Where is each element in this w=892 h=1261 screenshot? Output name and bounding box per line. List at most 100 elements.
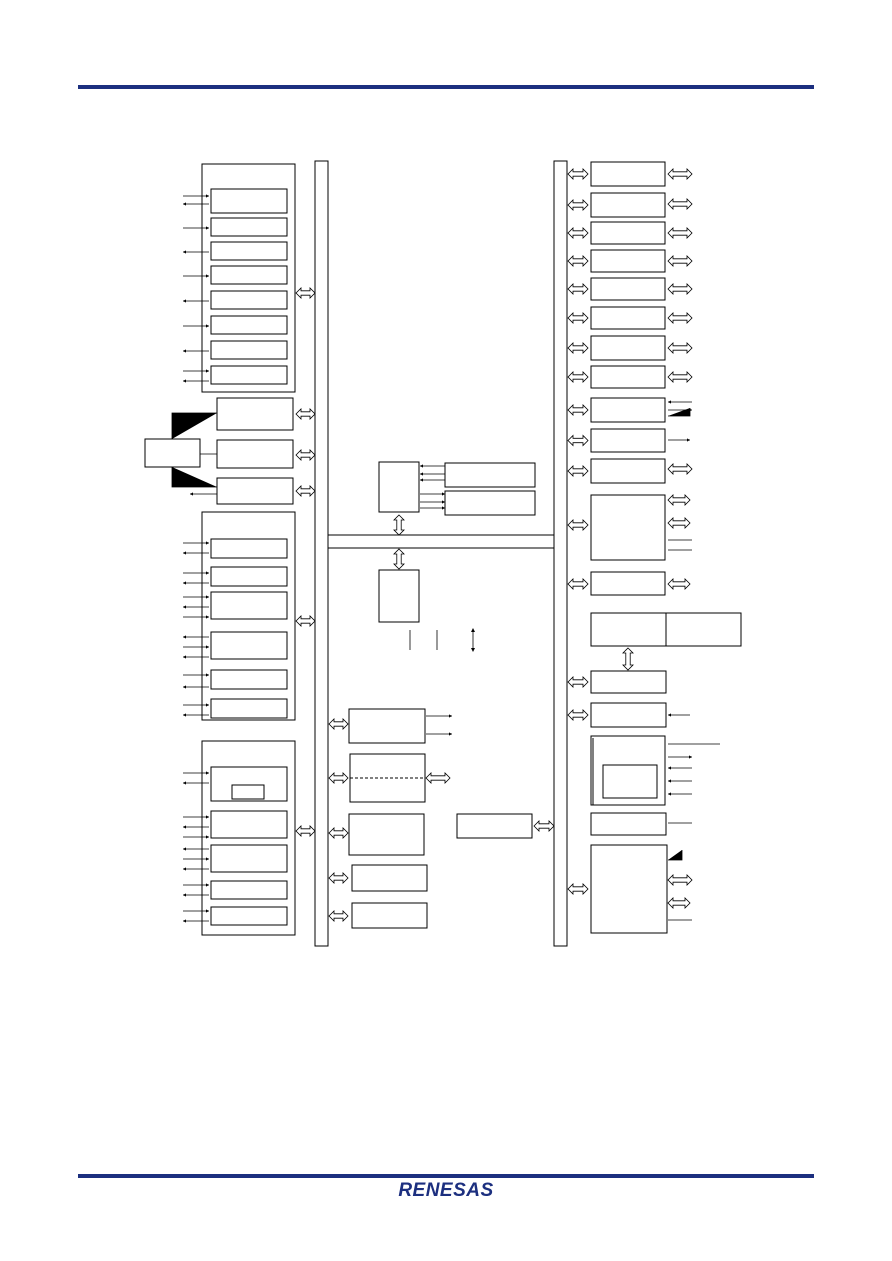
header-rule <box>78 85 814 89</box>
right-module <box>590 571 666 596</box>
bidirectional-arrow-icon <box>667 874 693 886</box>
bidirectional-arrow-icon <box>328 772 349 784</box>
clock-module-3 <box>216 477 294 505</box>
bidirectional-arrow-icon <box>567 519 589 531</box>
pin-arrow-icon <box>183 713 186 717</box>
left-module <box>210 880 288 900</box>
pin-arrow-icon <box>183 781 186 785</box>
clock-module-2 <box>216 439 294 469</box>
bidirectional-arrow-icon <box>393 548 405 570</box>
pin-arrow-icon <box>183 605 186 609</box>
bidirectional-arrow-icon <box>425 772 451 784</box>
bidirectional-arrow-icon <box>295 615 316 627</box>
bidirectional-arrow-icon <box>328 910 349 922</box>
pin-arrow-icon <box>420 478 423 482</box>
bidirectional-arrow-icon <box>295 825 316 837</box>
pin-arrow-icon <box>183 825 186 829</box>
pin-arrow-icon <box>183 893 186 897</box>
bidirectional-arrow-icon <box>567 434 589 447</box>
center-module <box>351 864 428 892</box>
left-group-3 <box>201 511 296 721</box>
clock-module-1 <box>216 397 294 431</box>
pin-arrow-icon <box>206 615 209 619</box>
clock-wire <box>171 412 217 439</box>
right-module <box>590 702 667 728</box>
pin-arrow-icon <box>668 792 671 796</box>
pin-arrow-icon <box>206 883 209 887</box>
bidirectional-arrow-icon <box>393 514 405 536</box>
right-module <box>590 335 666 361</box>
right-module <box>590 612 667 647</box>
center-module <box>351 902 428 929</box>
bidirectional-arrow-icon <box>567 465 589 477</box>
pin-arrow-icon <box>183 581 186 585</box>
bidirectional-arrow-icon <box>667 897 691 909</box>
pin-arrow-icon <box>206 226 209 230</box>
bidirectional-arrow-icon <box>667 198 693 210</box>
left-module <box>210 290 288 310</box>
pin-arrow-icon <box>183 250 186 254</box>
center-module <box>456 813 533 839</box>
pin-arrow-icon <box>442 500 445 504</box>
pin-arrow-icon <box>183 919 186 923</box>
pin-arrow-icon <box>420 464 423 468</box>
left-module <box>210 340 288 360</box>
pin-arrow-icon <box>206 909 209 913</box>
right-module <box>590 277 666 301</box>
bidirectional-arrow-icon <box>295 485 316 497</box>
bidirectional-arrow-icon <box>667 463 693 475</box>
right-module <box>590 458 666 484</box>
left-module <box>210 217 288 237</box>
right-module <box>590 428 666 453</box>
left-module <box>210 810 288 839</box>
pin-arrow-icon <box>206 541 209 545</box>
pin-line <box>668 850 683 861</box>
pin-arrow-icon <box>206 369 209 373</box>
pin-arrow-icon <box>206 771 209 775</box>
bidirectional-arrow-icon <box>328 827 349 839</box>
left-module <box>210 766 288 802</box>
bidirectional-arrow-icon <box>533 820 555 832</box>
pin-arrow-icon <box>206 571 209 575</box>
clock-wire <box>171 467 217 488</box>
right-module <box>590 161 666 187</box>
bidirectional-arrow-icon <box>567 371 589 383</box>
pin-arrow-icon <box>206 645 209 649</box>
right-module <box>590 670 667 694</box>
bidirectional-arrow-icon <box>328 872 349 884</box>
pin-arrow-icon <box>190 492 193 496</box>
pin-arrow-icon <box>442 506 445 510</box>
bidirectional-arrow-icon <box>567 227 589 239</box>
pin-arrow-icon <box>442 492 445 496</box>
pin-arrow-icon <box>449 732 452 736</box>
pin-arrow-icon <box>668 400 671 404</box>
right-module <box>590 812 667 836</box>
left-module <box>210 631 288 660</box>
block-boxes <box>144 160 742 947</box>
bidirectional-arrow-icon <box>567 709 589 721</box>
left-group-1 <box>201 163 296 393</box>
right-submodule <box>602 764 658 799</box>
pin-arrow-icon <box>420 472 423 476</box>
internal-bus-right <box>553 160 568 947</box>
pin-lines <box>171 194 720 923</box>
pin-arrow-icon <box>206 324 209 328</box>
bidirectional-arrow-icon <box>567 404 589 416</box>
left-module <box>210 315 288 335</box>
pin-arrow-icon <box>668 766 671 770</box>
pin-arrow-icon <box>687 438 690 442</box>
left-submodule <box>231 784 265 800</box>
bidirectional-arrow-icon <box>667 371 693 383</box>
pin-arrow-icon <box>183 685 186 689</box>
pin-arrow-icon <box>183 867 186 871</box>
pin-arrow-icon <box>183 299 186 303</box>
renesas-logo: RENESAS <box>380 1180 512 1202</box>
right-module <box>590 192 666 218</box>
bidirectional-arrow-icon <box>567 578 589 590</box>
right-module <box>590 397 666 423</box>
center-module <box>348 813 425 856</box>
pin-arrow-icon <box>206 274 209 278</box>
right-module-large <box>590 735 666 806</box>
bidirectional-arrow-icon <box>295 408 316 420</box>
center-module <box>348 708 426 744</box>
